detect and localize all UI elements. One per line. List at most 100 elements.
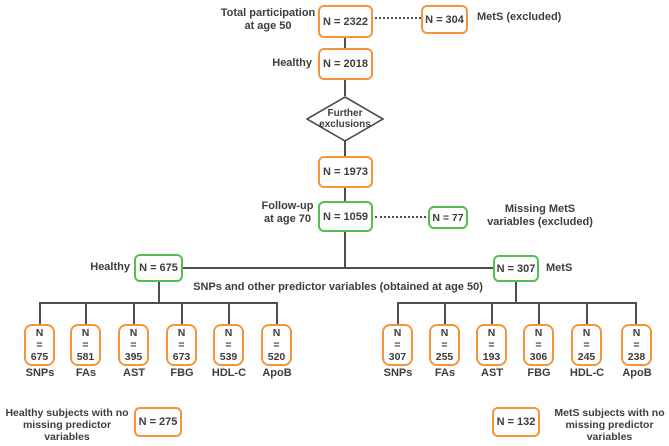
healthy-top-label: Healthy xyxy=(272,57,312,69)
n-text: N xyxy=(177,327,186,339)
healthy-split-box: N = 675 xyxy=(134,254,183,282)
mets-hdlc-label: HDL-C xyxy=(569,367,605,379)
connector-mets-rail xyxy=(515,282,517,302)
value-text: 238 xyxy=(627,351,646,363)
mets-excluded-label: MetS (excluded) xyxy=(477,11,562,23)
n-text: N xyxy=(632,327,641,339)
n-text: N xyxy=(129,327,138,339)
connector-split-horizontal xyxy=(183,267,493,269)
healthy-apob-box: N=520 xyxy=(261,324,292,366)
further-exclusions-text: Further exclusions xyxy=(319,108,371,130)
mets-fas-box: N=255 xyxy=(429,324,460,366)
value-text: 539 xyxy=(219,351,238,363)
mets-complete-label: MetS subjects with no missing predictor … xyxy=(554,407,665,443)
n-text: N xyxy=(440,327,449,339)
value-text: 255 xyxy=(435,351,454,363)
right-drop-4 xyxy=(538,302,540,324)
value-text: 306 xyxy=(529,351,548,363)
value-text: 307 xyxy=(388,351,407,363)
eq-text: = xyxy=(394,339,401,351)
mets-split-label: MetS xyxy=(546,262,573,274)
connector-healthy-rail xyxy=(158,282,160,302)
healthy-complete-box: N = 275 xyxy=(134,407,182,437)
healthy-fbg-label: FBG xyxy=(170,367,194,379)
right-drop-2 xyxy=(444,302,446,324)
left-drop-5 xyxy=(228,302,230,324)
right-drop-3 xyxy=(491,302,493,324)
mets-fas-label: FAs xyxy=(434,367,456,379)
n-text: N xyxy=(224,327,233,339)
left-rail xyxy=(39,302,278,304)
mets-snps-label: SNPs xyxy=(383,367,413,379)
healthy-snps-label: SNPs xyxy=(25,367,55,379)
left-drop-4 xyxy=(181,302,183,324)
total-participation-box: N = 2322 xyxy=(318,5,373,38)
eq-text: = xyxy=(273,339,280,351)
connector-dotted-missing xyxy=(375,216,426,218)
eq-text: = xyxy=(633,339,640,351)
followup-box: N = 1059 xyxy=(318,201,373,232)
value-text: 673 xyxy=(172,351,191,363)
left-drop-1 xyxy=(39,302,41,324)
n-text: N xyxy=(393,327,402,339)
mets-ast-box: N=193 xyxy=(476,324,507,366)
eq-text: = xyxy=(82,339,89,351)
predictors-label: SNPs and other predictor variables (obta… xyxy=(193,281,483,293)
left-drop-6 xyxy=(276,302,278,324)
left-drop-3 xyxy=(133,302,135,324)
connector-healthy-diamond xyxy=(344,80,346,96)
value-text: 675 xyxy=(30,351,49,363)
value-text: 193 xyxy=(482,351,501,363)
connector-1973-followup xyxy=(344,188,346,201)
mets-split-box: N = 307 xyxy=(493,255,539,282)
eq-text: = xyxy=(488,339,495,351)
healthy-fas-label: FAs xyxy=(75,367,97,379)
mets-apob-label: ApoB xyxy=(622,367,652,379)
connector-diamond-1973 xyxy=(344,141,346,156)
right-drop-5 xyxy=(586,302,588,324)
healthy-hdlc-label: HDL-C xyxy=(211,367,247,379)
n-text: N xyxy=(272,327,281,339)
connector-dotted-excluded xyxy=(375,17,425,19)
eq-text: = xyxy=(583,339,590,351)
mets-hdlc-box: N=245 xyxy=(571,324,602,366)
eq-text: = xyxy=(535,339,542,351)
connector-total-healthy xyxy=(344,38,346,48)
healthy-apob-label: ApoB xyxy=(262,367,292,379)
eq-text: = xyxy=(130,339,137,351)
mets-fbg-box: N=306 xyxy=(523,324,554,366)
right-rail xyxy=(397,302,637,304)
n-text: N xyxy=(582,327,591,339)
healthy-complete-label: Healthy subjects with no missing predict… xyxy=(5,407,129,443)
mets-excluded-box: N = 304 xyxy=(421,5,468,34)
value-text: 581 xyxy=(76,351,95,363)
mets-fbg-label: FBG xyxy=(527,367,551,379)
followup-label: Follow-up at age 70 xyxy=(261,200,314,225)
healthy-hdlc-box: N=539 xyxy=(213,324,244,366)
connector-followup-split xyxy=(344,232,346,267)
eq-text: = xyxy=(36,339,43,351)
eq-text: = xyxy=(441,339,448,351)
n-text: N xyxy=(81,327,90,339)
healthy-ast-box: N=395 xyxy=(118,324,149,366)
mets-complete-box: N = 132 xyxy=(492,407,540,437)
right-drop-1 xyxy=(397,302,399,324)
total-participation-label: Total participation at age 50 xyxy=(220,7,316,32)
healthy-ast-label: AST xyxy=(123,367,145,379)
eq-text: = xyxy=(225,339,232,351)
mets-apob-box: N=238 xyxy=(621,324,652,366)
right-drop-6 xyxy=(635,302,637,324)
left-drop-2 xyxy=(85,302,87,324)
missing-mets-box: N = 77 xyxy=(428,206,468,229)
after-exclusion-box: N = 1973 xyxy=(318,156,373,188)
eq-text: = xyxy=(178,339,185,351)
mets-snps-box: N=307 xyxy=(382,324,413,366)
n-text: N xyxy=(487,327,496,339)
further-exclusions-diamond: Further exclusions xyxy=(305,96,385,142)
healthy-split-label: Healthy xyxy=(90,261,130,273)
n-text: N xyxy=(534,327,543,339)
missing-mets-label: Missing MetS variables (excluded) xyxy=(487,203,593,228)
value-text: 395 xyxy=(124,351,143,363)
n-text: N xyxy=(35,327,44,339)
